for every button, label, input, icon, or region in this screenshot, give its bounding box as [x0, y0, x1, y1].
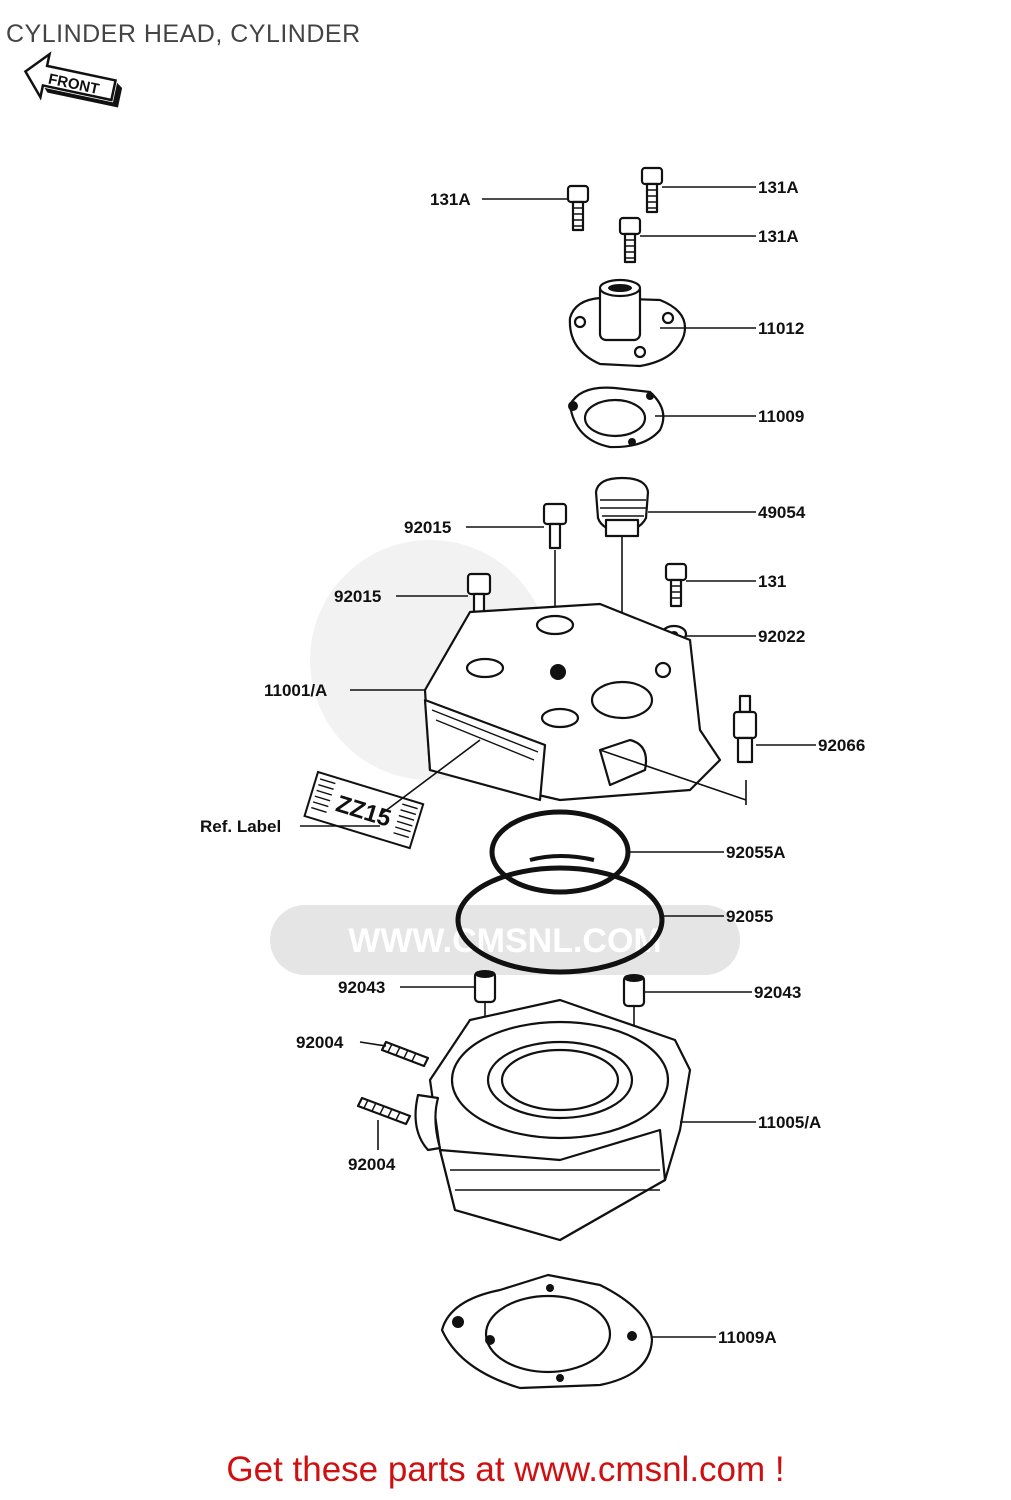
stud-92004-lower	[356, 1096, 412, 1150]
oring-92055A	[489, 809, 631, 895]
label-92066: 92066	[818, 736, 865, 755]
bolt-131A-top-right	[640, 166, 664, 214]
part-labels: 131A 131A 131A 11012 11009 49054 92015 9…	[200, 178, 865, 1347]
ref-label-plate: ZZ15	[303, 770, 425, 850]
label-49054: 49054	[758, 503, 806, 522]
bolt-131	[664, 562, 688, 608]
leader-lines	[300, 186, 816, 1338]
page-title: CYLINDER HEAD, CYLINDER	[6, 20, 361, 48]
label-11009: 11009	[758, 407, 804, 426]
label-131A-left: 131A	[430, 190, 471, 209]
footer-link[interactable]: Get these parts at www.cmsnl.com !	[226, 1450, 785, 1489]
exploded-parts-diagram: WWW.CMSNL.COM FRONT	[23, 51, 865, 1390]
label-92055: 92055	[726, 907, 773, 926]
label-92022: 92022	[758, 627, 805, 646]
label-92055A: 92055A	[726, 843, 786, 862]
label-11001A: 11001/A	[264, 681, 327, 700]
bolt-131A-mid-right	[618, 216, 642, 264]
label-11012: 11012	[758, 319, 804, 338]
label-131A-mid-right: 131A	[758, 227, 799, 246]
label-92015-lower: 92015	[334, 587, 381, 606]
temperature-sensor	[599, 694, 758, 805]
cylinder	[414, 998, 692, 1242]
stud-92015-upper	[542, 502, 568, 630]
label-92015-upper: 92015	[404, 518, 451, 537]
base-gasket	[440, 1273, 654, 1390]
label-92004-upper: 92004	[296, 1033, 344, 1052]
bolt-131A-left	[566, 184, 590, 232]
label-ref-label: Ref. Label	[200, 817, 281, 836]
stud-92004-upper	[380, 1040, 430, 1068]
label-92043-right: 92043	[754, 983, 801, 1002]
front-arrow-icon: FRONT	[23, 51, 123, 108]
label-131A-top-right: 131A	[758, 178, 799, 197]
cover-gasket	[568, 386, 665, 449]
label-92004-lower: 92004	[348, 1155, 396, 1174]
label-11009A: 11009A	[718, 1328, 777, 1347]
label-92043-left: 92043	[338, 978, 385, 997]
cylinder-head	[423, 602, 722, 802]
oring-92055	[455, 865, 665, 975]
label-131: 131	[758, 572, 786, 591]
thermostat-cover	[568, 278, 687, 368]
label-11005A: 11005/A	[758, 1113, 821, 1132]
watermark-text: WWW.CMSNL.COM	[348, 922, 662, 960]
